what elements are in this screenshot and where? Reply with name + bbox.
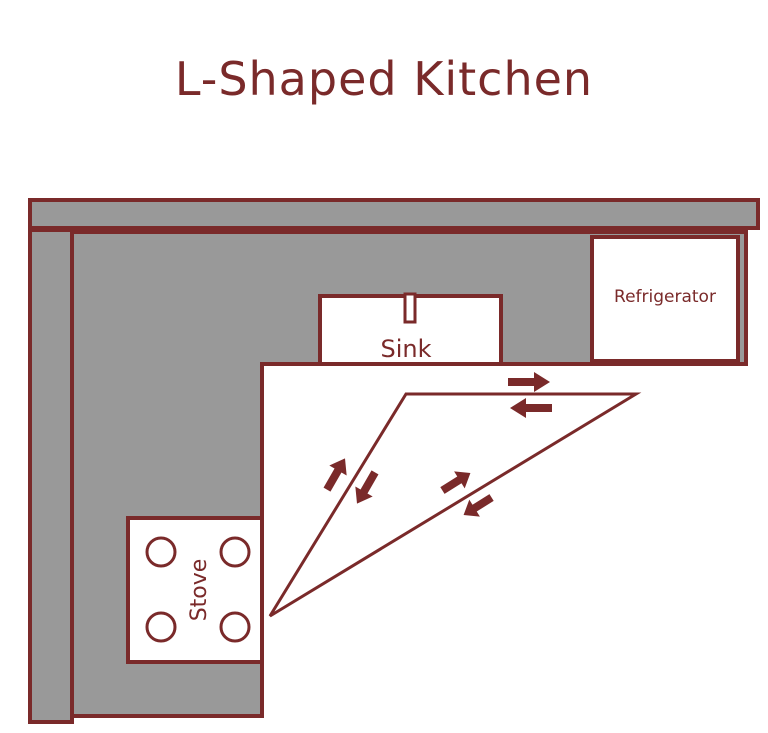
burner-icon [219, 611, 251, 643]
arrow-up-icon [323, 458, 347, 492]
burner-icon [145, 611, 177, 643]
stove: Stove [126, 516, 264, 664]
page-title: L-Shaped Kitchen [174, 52, 594, 106]
sink-label: Sink [380, 335, 431, 363]
arrow-down-left-icon [463, 494, 494, 517]
arrow-left-icon [510, 398, 552, 418]
arrow-pair-sink-refrigerator [508, 372, 552, 418]
faucet-icon [403, 292, 417, 324]
burner-icon [145, 536, 177, 568]
arrow-up-right-icon [440, 471, 471, 494]
arrow-pair-sink-stove [323, 458, 379, 504]
burner-icon [219, 536, 251, 568]
work-triangle [268, 392, 642, 618]
left-wall-counter [28, 228, 74, 724]
sink: Sink [318, 292, 503, 366]
refrigerator-label: Refrigerator [614, 287, 716, 307]
arrow-down-icon [355, 470, 379, 504]
arrow-pair-refrigerator-stove [440, 471, 494, 517]
stove-label: Stove [187, 559, 212, 622]
arrow-right-icon [508, 372, 550, 392]
top-wall-counter [28, 198, 760, 230]
refrigerator: Refrigerator [590, 235, 740, 363]
